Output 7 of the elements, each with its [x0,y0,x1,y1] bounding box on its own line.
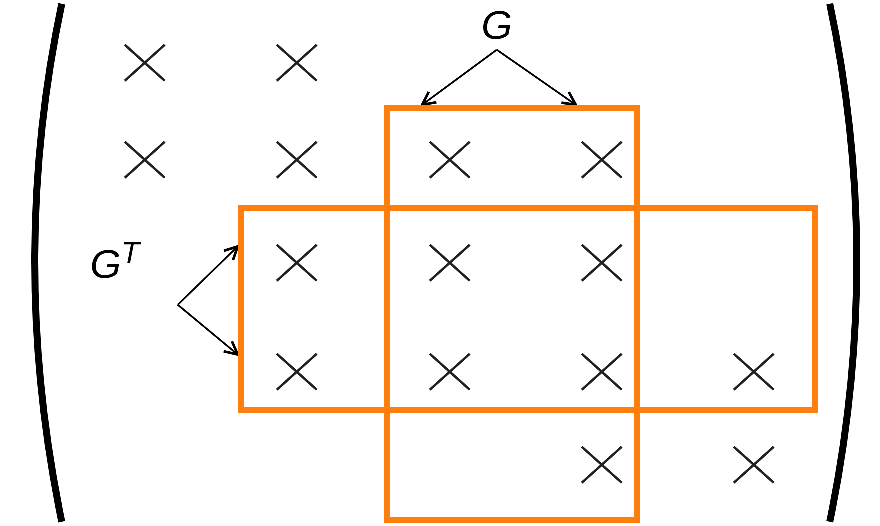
arrow [177,245,240,306]
arrow [496,49,578,106]
arrow [177,304,240,356]
highlight-box [238,205,818,413]
matrix-label: G [481,6,513,46]
highlight-box [384,105,640,523]
arrow [421,49,498,106]
